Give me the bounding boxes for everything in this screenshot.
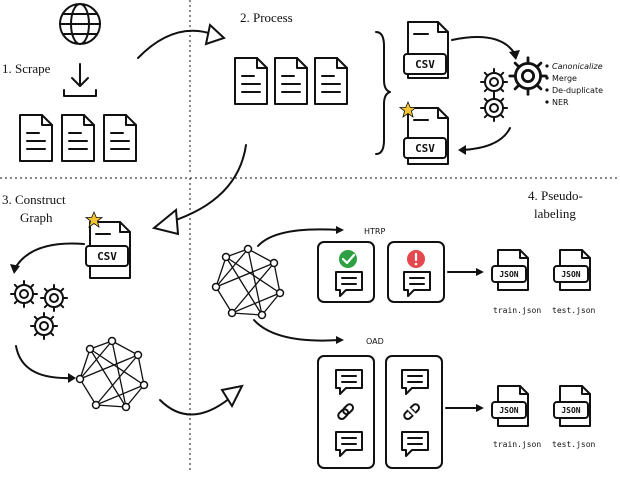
svg-text:Canonicalize: Canonicalize xyxy=(552,62,603,71)
star-icon xyxy=(85,211,103,228)
oad-card-left xyxy=(317,355,375,469)
stage-label-construct: 3. Construct xyxy=(2,192,66,207)
document-icon xyxy=(274,57,308,105)
graph-icon xyxy=(211,244,285,320)
arrow-head xyxy=(68,373,76,383)
oad-test-file: test.json xyxy=(552,440,596,449)
arrow-head xyxy=(151,208,180,236)
task-label-oad: OAD xyxy=(366,337,384,346)
download-icon xyxy=(63,63,97,97)
json-file-icon: JSON xyxy=(491,249,529,291)
svg-text:CSV: CSV xyxy=(415,142,435,155)
arrow-process-to-construct xyxy=(169,144,247,223)
stage-label-process: 2. Process xyxy=(240,10,293,25)
document-icon xyxy=(103,114,137,162)
arrow-graph-to-oad xyxy=(253,319,341,342)
document-icon xyxy=(19,114,53,162)
arrow-head xyxy=(336,336,344,344)
graph-icon xyxy=(75,336,149,412)
chat-bubble-icon xyxy=(401,369,429,395)
arrow-head xyxy=(476,404,484,412)
chat-bubble-icon xyxy=(335,369,363,395)
stage-label-pseudo-2: labeling xyxy=(534,206,576,221)
csv-file-icon: CSV xyxy=(85,221,131,279)
arrow-construct-to-pseudo xyxy=(159,397,231,416)
arrow-head xyxy=(336,226,344,234)
document-icon xyxy=(314,57,348,105)
htrp-test-file: test.json xyxy=(552,306,596,315)
arrow-head xyxy=(220,384,244,409)
csv-file-icon: CSV xyxy=(403,107,449,165)
arrow-gears-to-graph xyxy=(15,345,73,380)
arrow-head xyxy=(458,145,466,155)
svg-text:CSV: CSV xyxy=(415,58,435,71)
arrow-head xyxy=(204,23,226,46)
process-steps-list: Canonicalize Merge De-duplicate NER xyxy=(545,62,603,107)
arrow-head xyxy=(476,268,484,276)
arrow-head xyxy=(10,264,20,274)
oad-card-right xyxy=(385,355,443,469)
stage-label-pseudo: 4. Pseudo- xyxy=(528,188,583,203)
csv-file-icon: CSV xyxy=(403,21,449,79)
arrow-gears-to-csv xyxy=(461,127,511,151)
stage-label-scrape: 1. Scrape xyxy=(2,61,51,76)
svg-text:CSV: CSV xyxy=(97,250,117,263)
json-file-icon: JSON xyxy=(491,385,529,427)
gear-icon xyxy=(480,68,508,96)
bracket xyxy=(375,31,391,155)
gear-icon xyxy=(10,280,38,308)
link-icon xyxy=(335,401,356,422)
gear-icon xyxy=(40,284,68,312)
document-icon xyxy=(234,57,268,105)
chat-bubble-icon xyxy=(335,431,363,457)
htrp-card-negative xyxy=(387,241,445,303)
oad-train-file: train.json xyxy=(493,440,541,449)
broken-link-icon xyxy=(401,401,422,422)
htrp-train-file: train.json xyxy=(493,306,541,315)
svg-text:JSON: JSON xyxy=(499,406,518,415)
chat-bubble-icon xyxy=(335,271,363,297)
gear-icon xyxy=(508,56,548,96)
arrow-head xyxy=(509,50,520,60)
document-icon xyxy=(61,114,95,162)
globe-icon xyxy=(59,3,101,45)
svg-text:Merge: Merge xyxy=(552,74,577,83)
stage-label-construct-2: Graph xyxy=(20,210,53,225)
check-icon xyxy=(339,250,357,268)
arrow-csv-to-gears xyxy=(451,36,516,55)
json-file-icon: JSON xyxy=(553,249,591,291)
svg-text:De-duplicate: De-duplicate xyxy=(552,86,603,95)
json-file-icon: JSON xyxy=(553,385,591,427)
arrow-scrape-to-process xyxy=(137,29,216,59)
task-label-htrp: HTRP xyxy=(364,227,385,236)
chat-bubble-icon xyxy=(403,271,431,297)
arrow-graph-to-htrp xyxy=(257,228,341,247)
svg-text:JSON: JSON xyxy=(561,406,580,415)
gear-icon xyxy=(30,312,58,340)
chat-bubble-icon xyxy=(401,431,429,457)
svg-text:JSON: JSON xyxy=(499,270,518,279)
arrow-csv-to-gears-construct xyxy=(13,242,85,271)
htrp-card-positive xyxy=(317,241,375,303)
svg-text:JSON: JSON xyxy=(561,270,580,279)
svg-text:NER: NER xyxy=(552,98,569,107)
gear-icon xyxy=(480,94,508,122)
